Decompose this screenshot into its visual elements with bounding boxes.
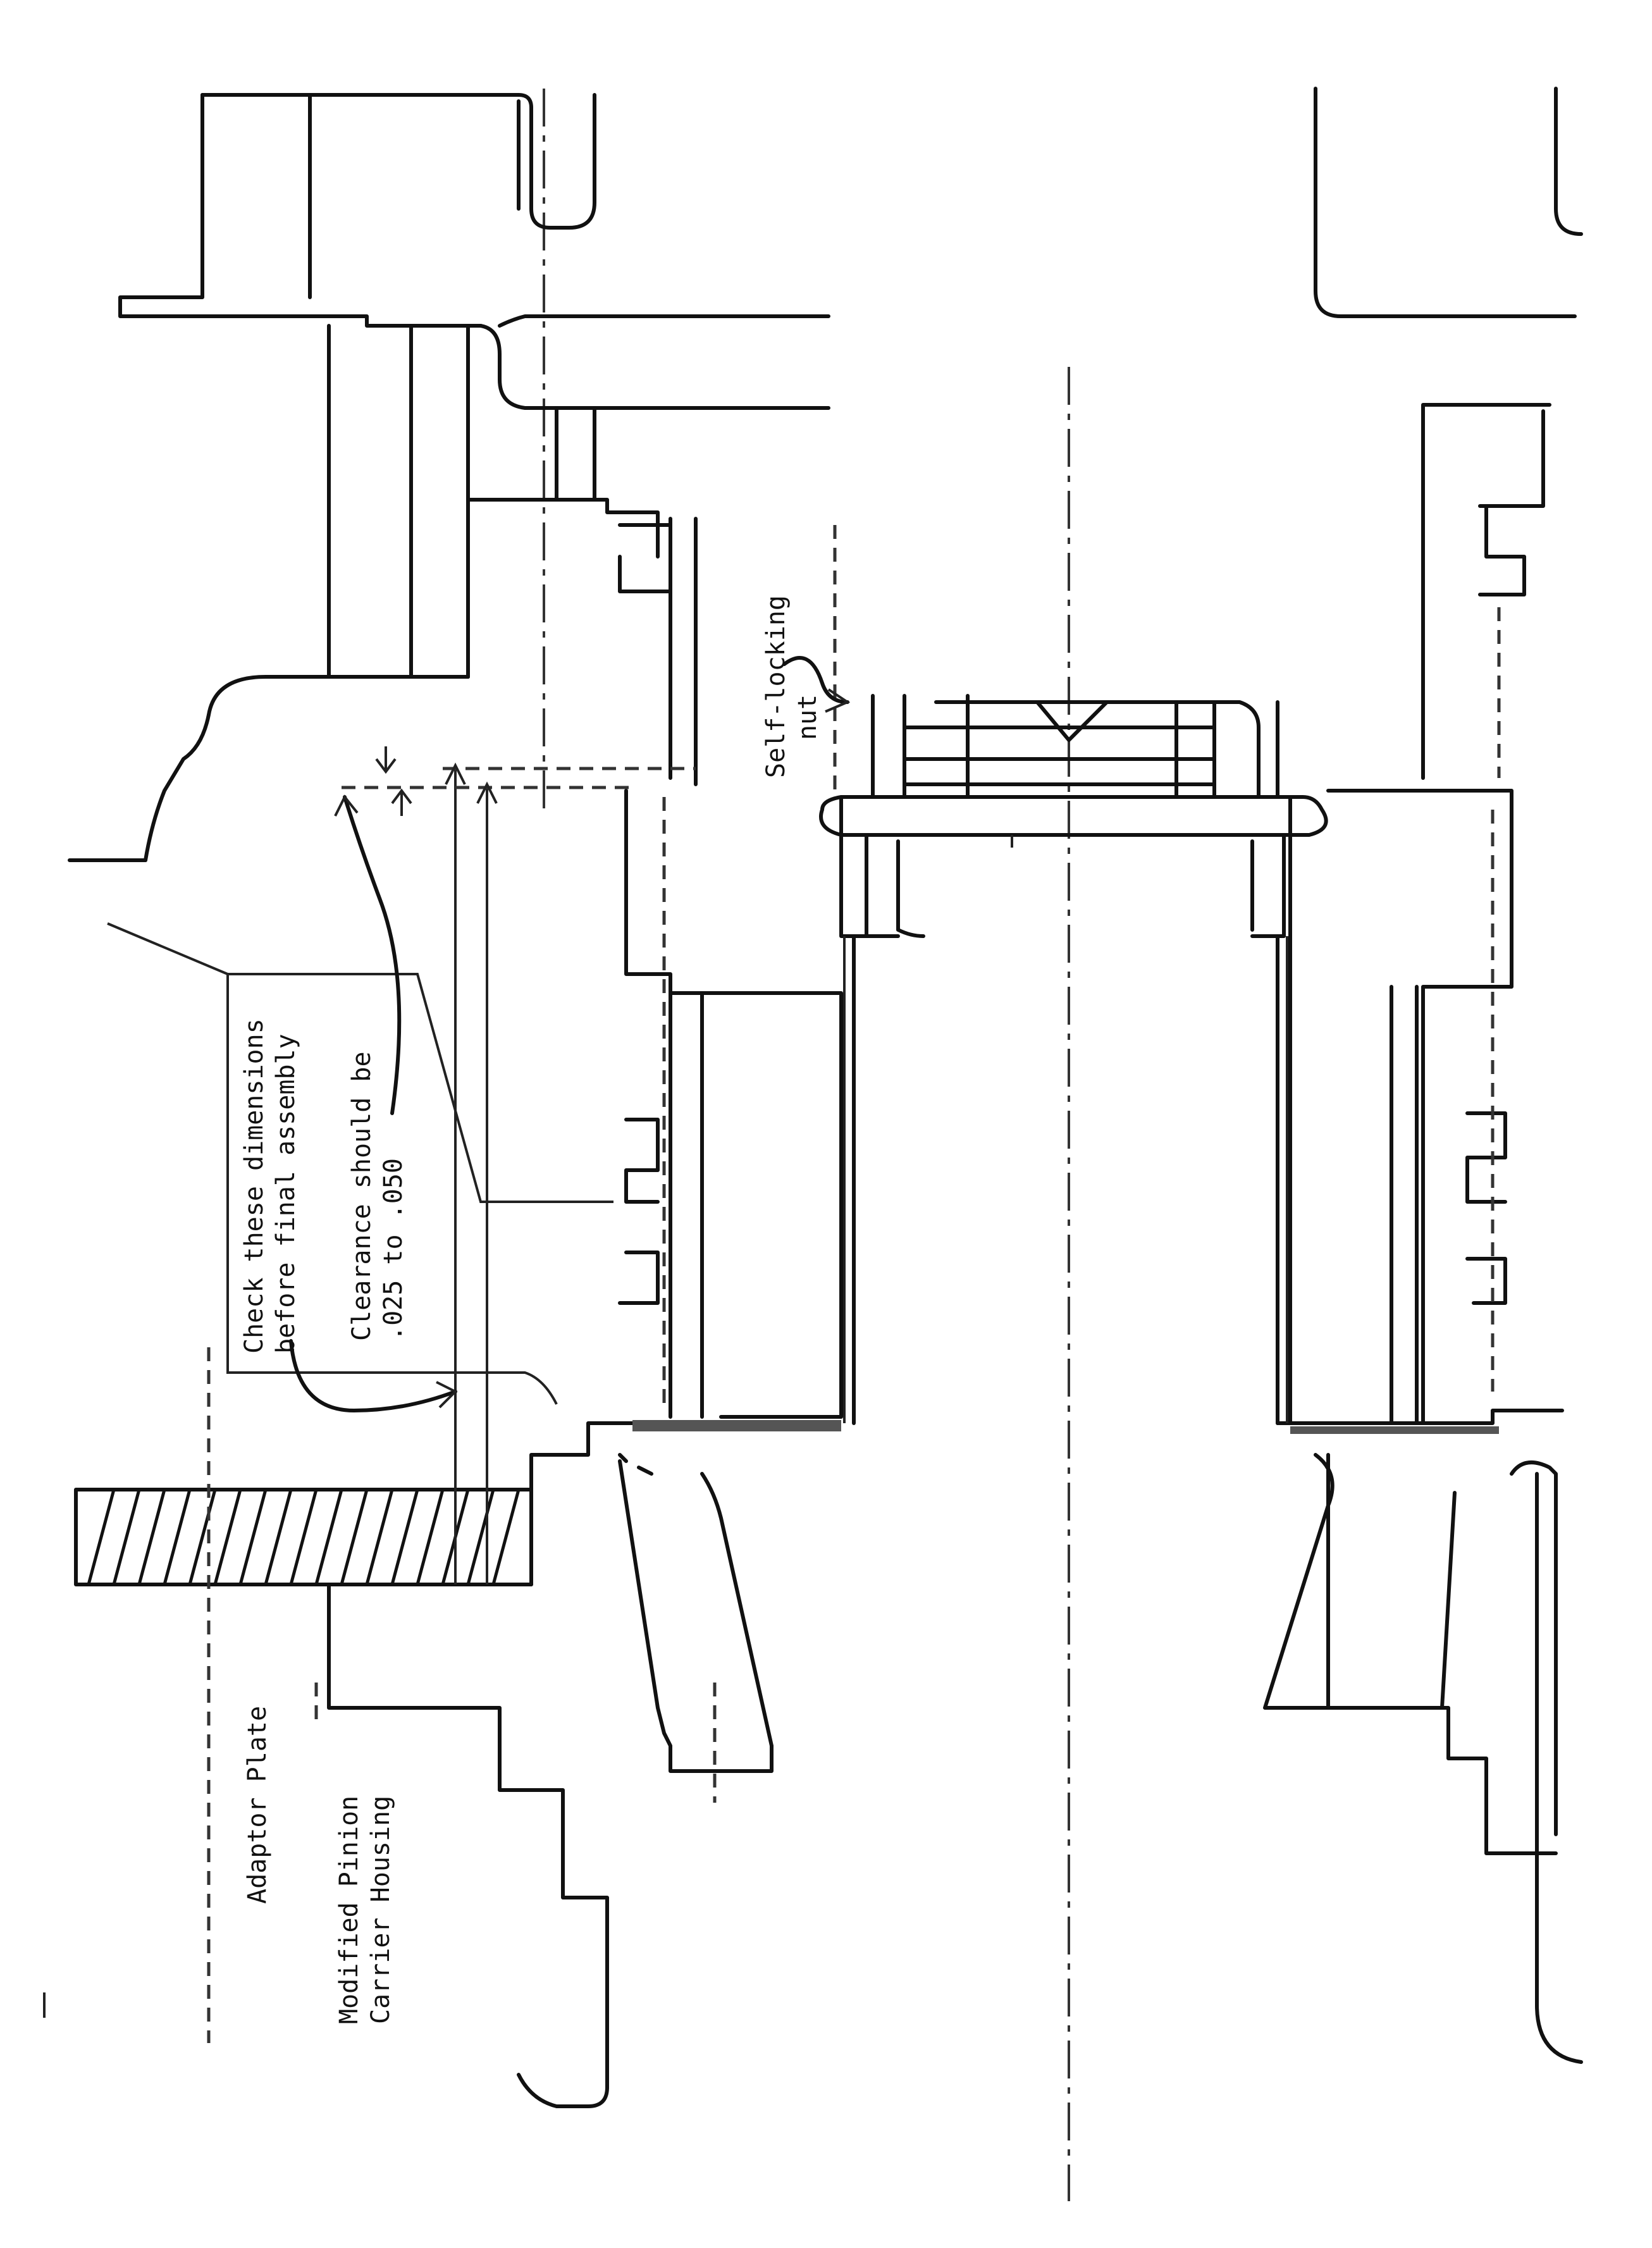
dimension-lines bbox=[342, 746, 696, 1584]
legend-adaptor-label: Adaptor Plate bbox=[243, 1706, 272, 1904]
clearance-note-line1: Clearance should be bbox=[347, 1051, 376, 1341]
nut-arrowhead bbox=[825, 688, 851, 713]
seal-band-right bbox=[1290, 1426, 1499, 1434]
nut-note: Self-locking nut bbox=[761, 595, 822, 778]
pinion-carrier-housing bbox=[207, 1347, 774, 2108]
upper-left-housing bbox=[68, 93, 830, 862]
clearance-arrowhead bbox=[334, 794, 359, 817]
self-locking-nut bbox=[819, 694, 1328, 938]
seal-band bbox=[632, 1420, 841, 1431]
right-hub-body bbox=[1276, 789, 1513, 1425]
clearance-note: Clearance should be .025 to .050 bbox=[347, 1051, 408, 1341]
hub-body bbox=[618, 525, 843, 1419]
nut-note-line1: Self-locking bbox=[761, 595, 791, 778]
check-note: Check these dimensions before final asse… bbox=[240, 1018, 300, 1354]
clearance-leader-arrow bbox=[343, 795, 402, 1115]
adaptor-plate-hatched bbox=[74, 1488, 533, 1586]
lower-right-housing bbox=[1263, 1409, 1583, 2064]
bore bbox=[843, 934, 1288, 1425]
nut-leader-arrow bbox=[782, 656, 849, 704]
upper-right-housing bbox=[1314, 87, 1583, 780]
check-arrowhead bbox=[436, 1381, 458, 1409]
annotation-frame bbox=[107, 922, 613, 1405]
check-note-line2: before final assembly bbox=[271, 1034, 300, 1354]
nut-note-line2: nut bbox=[793, 695, 822, 740]
check-note-line1: Check these dimensions bbox=[240, 1018, 269, 1354]
clearance-note-line2: .025 to .050 bbox=[379, 1158, 408, 1341]
legend-modified-line2: Carrier Housing bbox=[366, 1796, 395, 2024]
legend: Adaptor Plate Modified Pinion Carrier Ho… bbox=[243, 1683, 395, 2024]
check-leader-arrow bbox=[289, 1339, 457, 1412]
legend-modified-line1: Modified Pinion bbox=[335, 1796, 364, 2024]
